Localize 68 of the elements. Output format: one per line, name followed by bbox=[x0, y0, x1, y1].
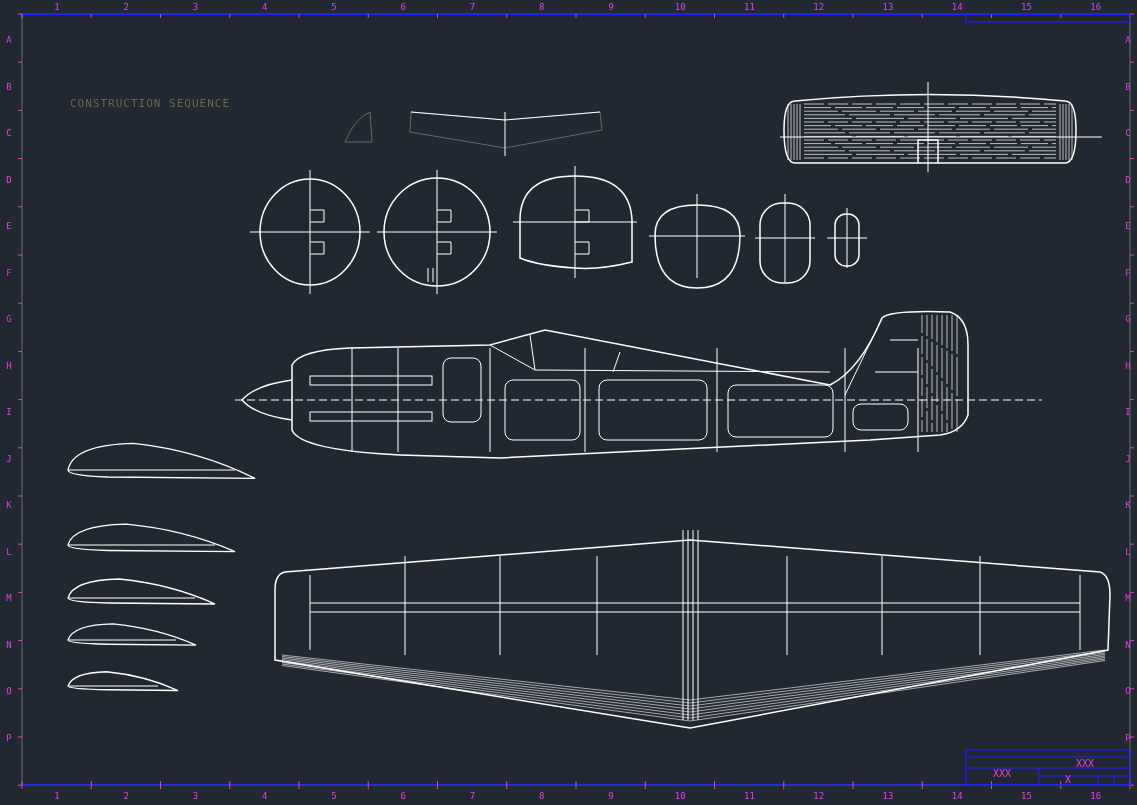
grid-reference: K bbox=[6, 500, 12, 510]
grid-reference: L bbox=[1125, 547, 1131, 556]
grid-reference: 2 bbox=[123, 2, 129, 12]
grid-reference: E bbox=[6, 221, 12, 231]
grid-reference: 9 bbox=[608, 791, 614, 801]
grid-reference: 8 bbox=[539, 2, 545, 12]
grid-reference: 9 bbox=[608, 2, 614, 12]
grid-reference: J bbox=[6, 454, 12, 463]
grid-reference: 7 bbox=[469, 791, 476, 801]
grid-reference: 10 bbox=[674, 791, 686, 801]
grid-reference: G bbox=[6, 314, 12, 324]
grid-reference: 7 bbox=[469, 2, 476, 12]
grid-reference: F bbox=[6, 268, 12, 277]
grid-reference: 6 bbox=[400, 2, 406, 12]
grid-reference: D bbox=[6, 175, 12, 184]
grid-reference: 1 bbox=[54, 2, 60, 12]
grid-reference: 10 bbox=[674, 2, 686, 12]
grid-reference: H bbox=[6, 361, 12, 370]
grid-reference: 12 bbox=[813, 791, 825, 801]
grid-reference: 15 bbox=[1021, 2, 1032, 12]
grid-reference: N bbox=[6, 640, 12, 649]
grid-reference: 16 bbox=[1090, 2, 1102, 12]
grid-reference: H bbox=[1125, 361, 1131, 370]
grid-reference: P bbox=[1125, 733, 1131, 742]
grid-reference: 11 bbox=[744, 791, 755, 801]
grid-reference: 4 bbox=[262, 791, 268, 801]
title-block-text: XXX bbox=[1075, 759, 1095, 769]
note-heading: CONSTRUCTION SEQUENCE bbox=[70, 98, 231, 109]
title-block-text: X bbox=[1065, 775, 1071, 785]
grid-reference: C bbox=[1125, 128, 1131, 138]
grid-reference: C bbox=[6, 128, 12, 138]
grid-reference: K bbox=[1125, 500, 1131, 510]
grid-reference: O bbox=[6, 686, 12, 696]
grid-reference: A bbox=[6, 35, 12, 45]
grid-reference: 4 bbox=[262, 2, 268, 12]
grid-reference: 16 bbox=[1090, 791, 1102, 801]
grid-reference: M bbox=[1125, 593, 1131, 603]
grid-reference: B bbox=[6, 82, 12, 91]
grid-reference: 12 bbox=[813, 2, 825, 12]
grid-reference: O bbox=[1125, 686, 1131, 696]
grid-reference: 13 bbox=[882, 791, 894, 801]
grid-reference: 13 bbox=[882, 2, 894, 12]
grid-reference: I bbox=[1125, 407, 1131, 417]
grid-reference: J bbox=[1125, 454, 1131, 463]
grid-reference: M bbox=[6, 593, 12, 603]
grid-reference: 14 bbox=[951, 791, 963, 801]
grid-reference: 15 bbox=[1021, 791, 1032, 801]
grid-reference: 14 bbox=[951, 2, 963, 12]
grid-reference: 2 bbox=[123, 791, 129, 801]
grid-reference: E bbox=[1125, 221, 1131, 231]
grid-reference: P bbox=[6, 733, 12, 742]
grid-reference: 3 bbox=[192, 2, 199, 12]
grid-reference: B bbox=[1125, 82, 1131, 91]
grid-reference: 5 bbox=[331, 791, 337, 801]
grid-reference: 11 bbox=[744, 2, 755, 12]
grid-reference: L bbox=[6, 547, 12, 556]
grid-reference: 3 bbox=[192, 791, 199, 801]
grid-reference: I bbox=[6, 407, 12, 417]
grid-reference: D bbox=[1125, 175, 1131, 184]
grid-reference: 8 bbox=[539, 791, 545, 801]
grid-reference: F bbox=[1125, 268, 1131, 277]
grid-reference: G bbox=[1125, 314, 1131, 324]
grid-reference: 1 bbox=[54, 791, 60, 801]
grid-reference: N bbox=[1125, 640, 1131, 649]
title-block-text: XXX bbox=[992, 769, 1012, 779]
grid-reference: 5 bbox=[331, 2, 337, 12]
grid-reference: A bbox=[1125, 35, 1131, 45]
grid-reference: 6 bbox=[400, 791, 406, 801]
